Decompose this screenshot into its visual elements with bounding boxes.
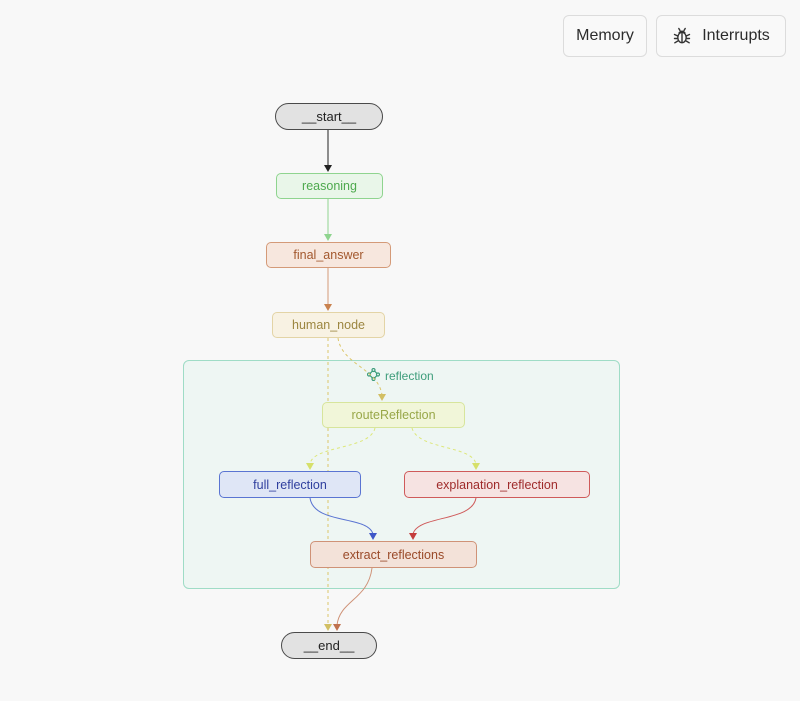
node-extract-reflections[interactable]: extract_reflections <box>310 541 477 568</box>
interrupts-button[interactable]: Interrupts <box>656 15 786 57</box>
node-end[interactable]: __end__ <box>281 632 377 659</box>
subgraph-label-text: reflection <box>385 369 434 383</box>
node-human-node[interactable]: human_node <box>272 312 385 338</box>
subgraph-label[interactable]: reflection <box>366 367 434 385</box>
bug-icon <box>672 26 692 46</box>
edge-reasoning-final-arrow <box>324 234 332 241</box>
edge-route-expl <box>411 427 477 465</box>
edge-full-extract <box>309 497 374 535</box>
memory-button[interactable]: Memory <box>563 15 647 57</box>
node-full-reflection[interactable]: full_reflection <box>219 471 361 498</box>
edge-expl-extract <box>412 497 477 535</box>
memory-button-label: Memory <box>576 27 634 44</box>
edge-route-full-arrow <box>306 463 314 470</box>
edge-extract-end <box>336 567 373 626</box>
node-start-label: __start__ <box>301 109 357 124</box>
edge-route-full <box>309 427 376 465</box>
edge-route-expl-arrow <box>472 463 480 470</box>
node-end-label: __end__ <box>303 638 355 653</box>
node-final-answer[interactable]: final_answer <box>266 242 391 268</box>
node-reasoning-label: reasoning <box>302 179 357 193</box>
node-route-reflection-label: routeReflection <box>351 408 436 422</box>
edge-extract-end-arrow <box>333 624 341 631</box>
edge-final-human-arrow <box>324 304 332 311</box>
node-full-reflection-label: full_reflection <box>253 477 327 492</box>
node-human-node-label: human_node <box>292 318 365 332</box>
edge-full-extract-arrow <box>369 533 377 540</box>
edge-expl-extract-arrow <box>409 533 417 540</box>
edge-human-end-arrow <box>324 624 332 631</box>
node-extract-reflections-label: extract_reflections <box>342 547 445 562</box>
node-start[interactable]: __start__ <box>275 103 383 130</box>
node-final-answer-label: final_answer <box>293 248 364 262</box>
node-explanation-reflection[interactable]: explanation_reflection <box>404 471 590 498</box>
node-route-reflection[interactable]: routeReflection <box>322 402 465 428</box>
node-reasoning[interactable]: reasoning <box>276 173 383 199</box>
edge-human-route-arrow <box>378 394 386 401</box>
edge-start-reasoning-arrow <box>324 165 332 172</box>
interrupts-button-label: Interrupts <box>702 27 770 44</box>
node-explanation-reflection-label: explanation_reflection <box>436 477 558 492</box>
edge-human-route <box>337 337 383 396</box>
